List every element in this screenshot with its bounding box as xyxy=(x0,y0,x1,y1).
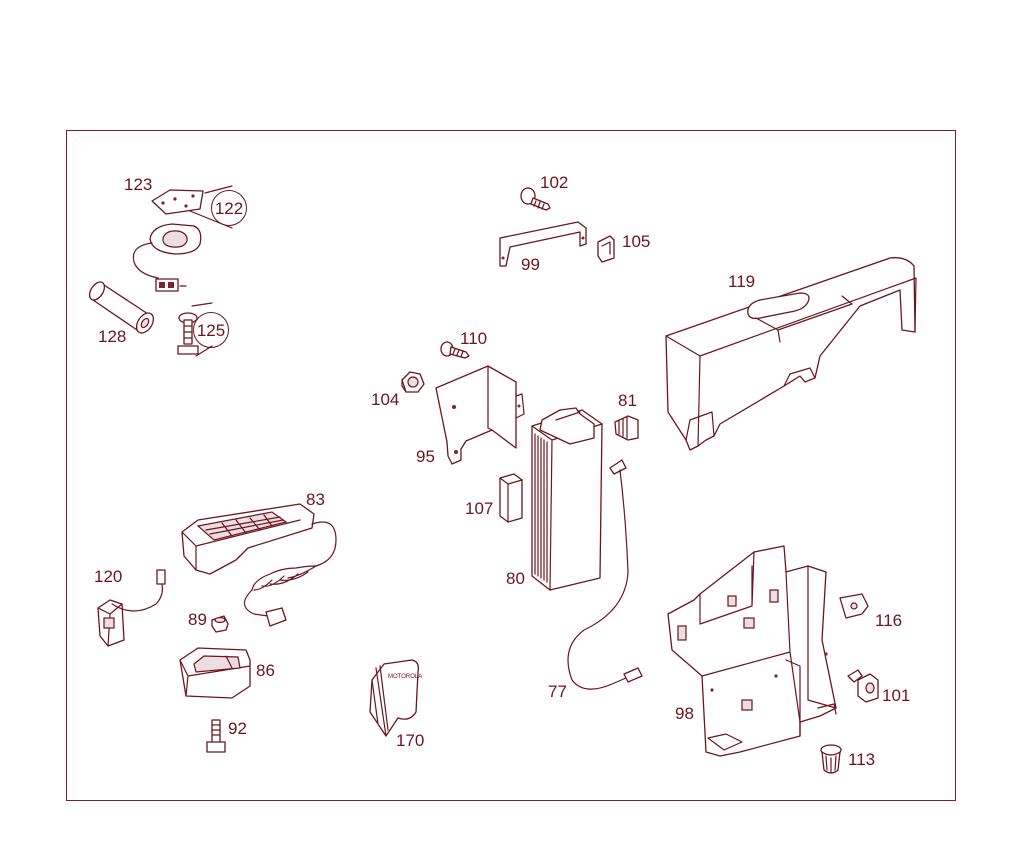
part-119-cover-tray xyxy=(665,257,917,451)
callout-86: 86 xyxy=(256,661,275,680)
diagram-frame xyxy=(66,130,956,801)
part-113-grommet xyxy=(820,744,842,774)
part-122-microphone xyxy=(132,223,202,292)
part-99-bracket xyxy=(499,221,587,267)
part-81-connector xyxy=(614,415,639,441)
callout-77: 77 xyxy=(548,682,567,701)
part-95-mounting-bracket xyxy=(435,365,525,465)
booklet-brand-text: MOTOROLA xyxy=(388,674,422,680)
callout-170: 170 xyxy=(396,731,425,750)
callout-101: 101 xyxy=(882,686,911,705)
callout-116: 116 xyxy=(875,611,903,630)
callout-107: 107 xyxy=(465,499,494,518)
callout-123: 123 xyxy=(124,175,153,194)
part-104-nut xyxy=(401,371,425,393)
callout-83: 83 xyxy=(306,490,325,509)
callout-105: 105 xyxy=(622,232,651,251)
callout-122: 122 xyxy=(211,190,247,226)
part-105-clip xyxy=(597,235,615,263)
callout-80: 80 xyxy=(506,569,525,588)
part-110-screw xyxy=(440,341,470,359)
part-86-cradle xyxy=(179,647,251,699)
callout-98: 98 xyxy=(675,704,694,723)
part-116-clip-nut xyxy=(839,593,869,619)
callout-104: 104 xyxy=(371,390,400,409)
callout-119: 119 xyxy=(728,272,756,291)
part-170-booklet: MOTOROLA xyxy=(369,659,422,737)
part-83-handset xyxy=(181,503,337,627)
callout-92: 92 xyxy=(228,719,247,738)
part-77-cable xyxy=(567,459,643,690)
callout-99: 99 xyxy=(521,255,540,274)
callout-102: 102 xyxy=(540,173,569,192)
callout-89: 89 xyxy=(188,610,207,629)
callout-81: 81 xyxy=(618,391,637,410)
callout-128: 128 xyxy=(98,327,127,346)
callout-125: 125 xyxy=(193,312,229,348)
callout-113: 113 xyxy=(848,750,876,769)
part-89-plug xyxy=(211,615,229,633)
part-80-transceiver xyxy=(531,407,603,591)
callout-95: 95 xyxy=(416,447,435,466)
callout-110: 110 xyxy=(460,329,488,348)
part-128-cylinder xyxy=(88,281,155,334)
part-102-screw xyxy=(520,187,551,211)
part-98-mounting-plate xyxy=(667,545,837,757)
part-101-bolt xyxy=(847,669,879,703)
part-120-charger xyxy=(97,569,166,647)
part-107-block xyxy=(499,473,523,523)
callout-120: 120 xyxy=(94,567,123,586)
part-92-screw xyxy=(206,719,226,753)
